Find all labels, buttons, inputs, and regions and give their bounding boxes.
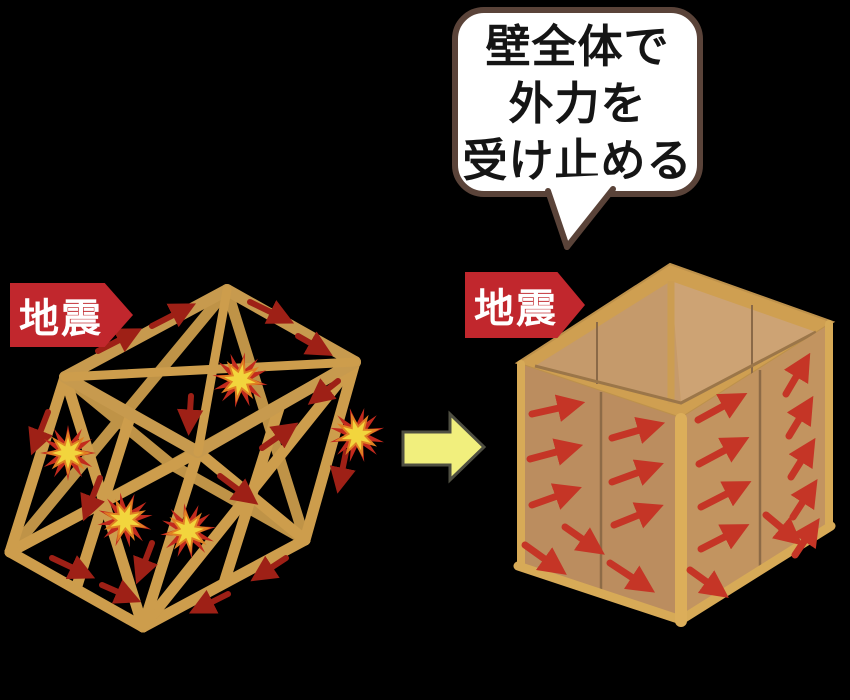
earthquake-banner-right: 地震 (465, 272, 585, 338)
earthquake-banner-left: 地震 (10, 283, 133, 347)
earthquake-banner-right-label: 地震 (474, 286, 558, 332)
panel-box-illustration (513, 262, 836, 627)
speech-bubble-line: 壁全体で (485, 19, 670, 73)
box-interior (534, 281, 817, 405)
shear-arrows (521, 352, 820, 598)
stress-arrows (28, 299, 356, 614)
earthquake-banner-left-label: 地震 (19, 296, 103, 342)
speech-bubble-tail (544, 174, 625, 250)
speech-bubble-line: 外力を (508, 76, 647, 130)
transition-arrow-icon (401, 410, 487, 484)
frame-structure-illustration (4, 284, 392, 633)
